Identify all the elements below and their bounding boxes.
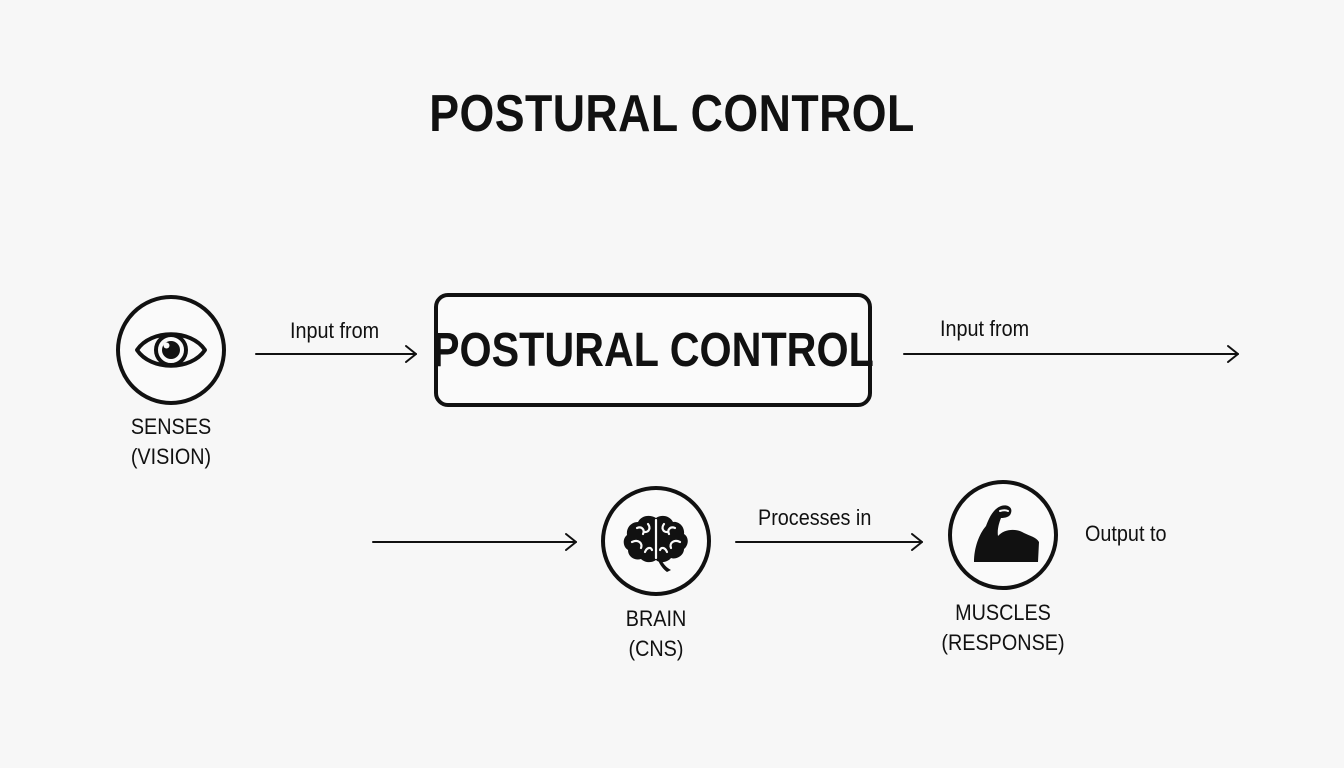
brain-label: BRAIN (CNS) (589, 604, 722, 664)
arrow-brain-to-muscles (735, 533, 923, 551)
senses-label-line1: SENSES (130, 414, 212, 439)
postural-control-box: POSTURAL CONTROL (432, 293, 874, 407)
eye-icon (135, 332, 207, 368)
diagram-title: POSTURAL CONTROL (429, 85, 915, 143)
muscles-label: MUSCLES (RESPONSE) (936, 598, 1069, 658)
senses-node (116, 295, 226, 405)
arrow-box-to-right (903, 345, 1239, 363)
muscles-node (948, 480, 1058, 590)
flexed-arm-icon (974, 505, 1039, 562)
muscles-label-line1: MUSCLES (955, 600, 1051, 625)
postural-control-box-label: POSTURAL CONTROL (432, 323, 874, 377)
arrow-to-brain (372, 533, 577, 551)
senses-label: SENSES (VISION) (104, 412, 239, 472)
brain-label-line1: BRAIN (625, 606, 687, 631)
muscles-label-line2: (RESPONSE) (941, 630, 1065, 655)
brain-node (601, 486, 711, 596)
brain-icon (623, 515, 688, 572)
brain-label-line2: (CNS) (628, 636, 684, 661)
edge-label-box-to-right: Input from (940, 316, 1030, 341)
edge-label-senses-to-box: Input from (290, 318, 380, 343)
senses-label-line2: (VISION) (130, 444, 212, 469)
arrow-senses-to-box (255, 345, 417, 363)
edge-label-muscles-out: Output to (1085, 521, 1167, 546)
edge-label-brain-to-muscles: Processes in (758, 505, 872, 530)
